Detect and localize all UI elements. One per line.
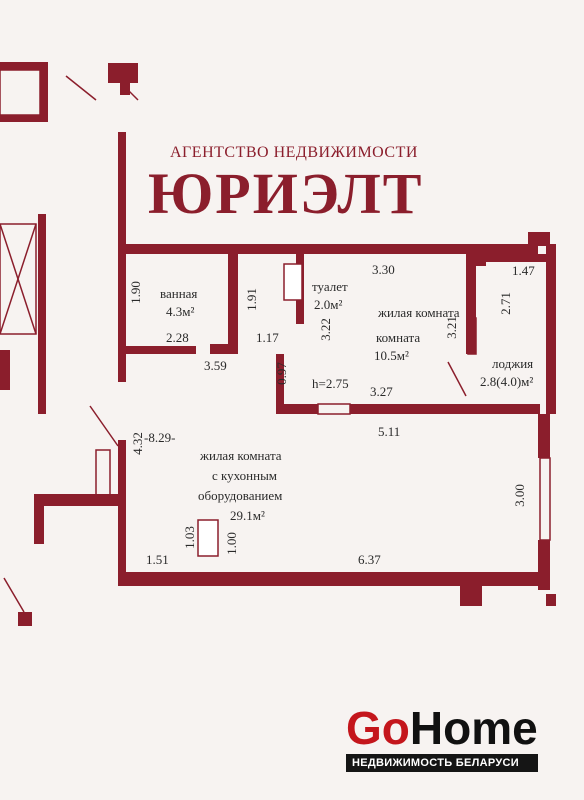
window bbox=[467, 317, 477, 355]
dim-label: 0.97 bbox=[273, 362, 289, 385]
agency-name: ЮРИЭЛТ bbox=[148, 161, 424, 226]
bathroom-wall bbox=[118, 254, 126, 374]
living-name-line1: жилая комната bbox=[200, 448, 282, 463]
dim-label: 1.03 bbox=[181, 526, 197, 549]
neighbor-wall bbox=[40, 62, 48, 122]
bedroom-area: 10.5м² bbox=[374, 348, 409, 363]
dim-label: 1.51 bbox=[146, 552, 169, 567]
window bbox=[539, 457, 551, 541]
loggia-wall bbox=[476, 254, 552, 262]
dim-label: 3.59 bbox=[204, 358, 227, 373]
neighbor-wall bbox=[0, 115, 48, 122]
bathroom-name: ванная bbox=[160, 286, 198, 301]
loggia-area: 2.8(4.0)м² bbox=[480, 374, 534, 389]
living-wall bbox=[460, 586, 482, 606]
neighbor-wall bbox=[0, 62, 48, 70]
sink-fixture-icon bbox=[197, 519, 219, 557]
bedroom-wall bbox=[350, 404, 540, 414]
bedroom-wall bbox=[276, 354, 284, 414]
stair-box bbox=[0, 223, 37, 335]
living-wall bbox=[118, 572, 550, 586]
window bbox=[317, 403, 351, 415]
living-wall bbox=[118, 440, 126, 580]
dim-label: 1.47 bbox=[512, 263, 535, 278]
living-wall bbox=[538, 414, 550, 458]
dim-label: 3.27 bbox=[370, 384, 393, 399]
dim-label: 1.91 bbox=[243, 288, 259, 311]
bathroom-wall bbox=[228, 254, 238, 354]
bathroom-wall bbox=[210, 344, 238, 354]
loggia-name: лоджия bbox=[492, 356, 534, 371]
exterior-wall bbox=[528, 232, 550, 246]
dim-label: 3.30 bbox=[372, 262, 395, 277]
dim-label: 1.00 bbox=[223, 532, 239, 555]
dim-label: 1.17 bbox=[256, 330, 279, 345]
neighbor-wall bbox=[108, 63, 138, 83]
balcony-frame bbox=[95, 449, 111, 501]
gohome-go: Go bbox=[346, 702, 410, 754]
bedroom-wall bbox=[276, 404, 318, 414]
exterior-wall bbox=[118, 244, 538, 254]
stair-wall bbox=[0, 350, 10, 390]
dim-label: 2.71 bbox=[497, 292, 513, 315]
toilet-name: туалет bbox=[312, 279, 348, 294]
bathroom-area: 4.3м² bbox=[166, 304, 195, 319]
dim-label: 3.21 bbox=[443, 316, 459, 339]
toilet-area: 2.0м² bbox=[314, 297, 343, 312]
dim-label: 3.00 bbox=[511, 484, 527, 507]
living-name-line3: оборудованием bbox=[198, 488, 283, 503]
living-wall bbox=[34, 494, 44, 544]
living-area: 29.1м² bbox=[230, 508, 265, 523]
gohome-logo: GoHome НЕДВИЖИМОСТЬ БЕЛАРУСИ bbox=[346, 704, 538, 772]
dim-label: -8.29- bbox=[144, 430, 176, 445]
gohome-tagline: НЕДВИЖИМОСТЬ БЕЛАРУСИ bbox=[346, 754, 538, 772]
loggia-wall bbox=[546, 244, 556, 414]
bedroom-name-line2: комната bbox=[376, 330, 421, 345]
neighbor-room bbox=[0, 69, 41, 116]
dim-label: 4.32 bbox=[129, 432, 145, 455]
dim-label: 6.37 bbox=[358, 552, 381, 567]
living-wall bbox=[118, 372, 126, 382]
bedroom-wall bbox=[466, 254, 476, 354]
dim-label: 1.90 bbox=[127, 281, 143, 304]
living-name-line2: с кухонным bbox=[212, 468, 278, 483]
neighbor-wall bbox=[120, 75, 130, 95]
toilet-fixture-icon bbox=[283, 263, 303, 301]
gohome-home: Home bbox=[409, 702, 538, 754]
dim-label: 5.11 bbox=[378, 424, 401, 439]
ceiling-height: h=2.75 bbox=[312, 376, 349, 391]
loggia-wall bbox=[476, 258, 486, 266]
bedroom-name: жилая комната bbox=[378, 305, 460, 320]
living-wall bbox=[40, 494, 126, 506]
agency-subtitle: АГЕНТСТВО НЕДВИЖИМОСТИ bbox=[170, 144, 418, 161]
bathroom-wall bbox=[126, 346, 196, 354]
stair-wall bbox=[38, 214, 46, 414]
dim-label: 3.22 bbox=[317, 318, 333, 341]
dim-label: 2.28 bbox=[166, 330, 189, 345]
